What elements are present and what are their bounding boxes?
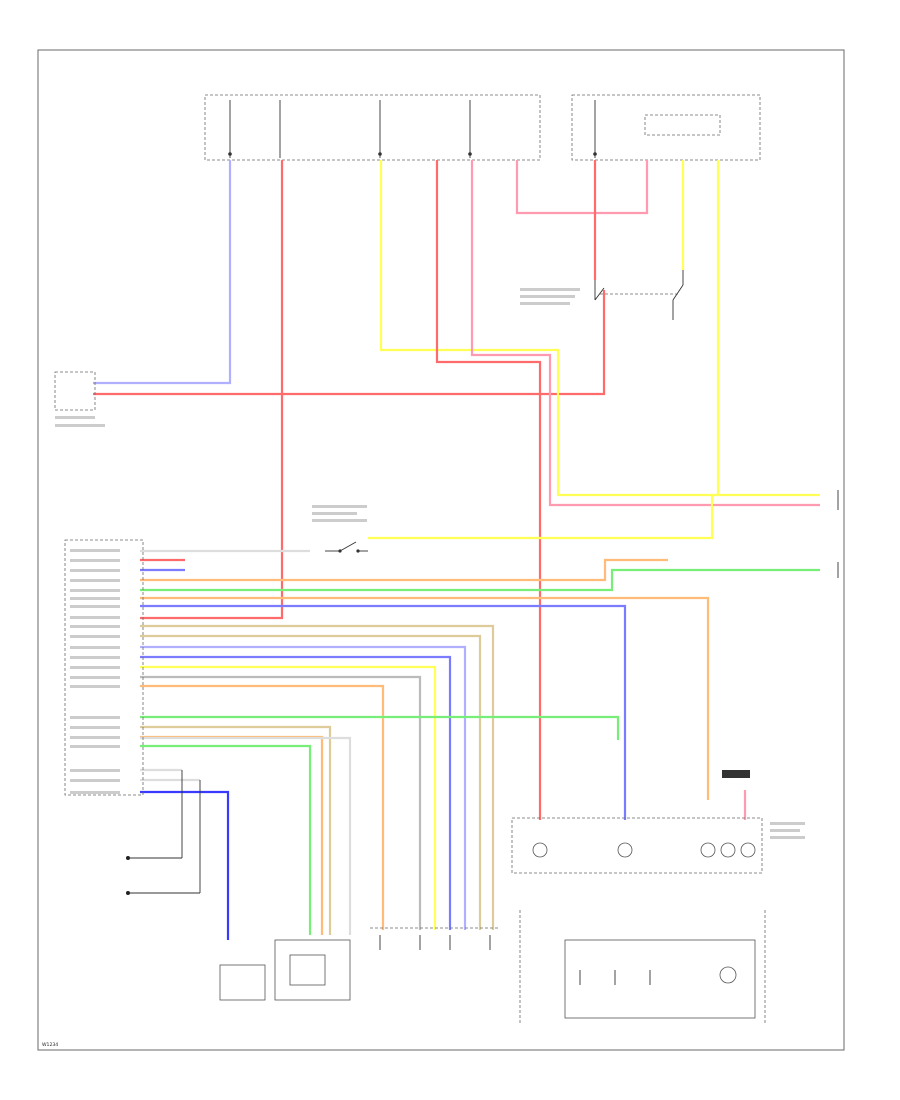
wire-pink-loop bbox=[515, 160, 649, 215]
ground-symbols bbox=[126, 770, 201, 895]
wire-green-3 bbox=[140, 744, 312, 935]
wire-pink-1 bbox=[470, 160, 820, 507]
wire-blue-5 bbox=[140, 790, 230, 940]
wire-orange-2 bbox=[140, 596, 710, 800]
wire-blue-4 bbox=[140, 655, 452, 930]
wire-gray-3 bbox=[140, 736, 352, 935]
brake-switch-unit bbox=[219, 939, 351, 1001]
diagram-frame bbox=[37, 49, 845, 1051]
fuse-box-left bbox=[204, 94, 541, 161]
wire-orange-4 bbox=[140, 735, 324, 935]
wire-orange-3 bbox=[140, 684, 385, 930]
wire-blue-2 bbox=[140, 604, 627, 820]
clutch-switch bbox=[312, 505, 368, 553]
page-code: W1234 bbox=[42, 1042, 58, 1048]
wire-green-1 bbox=[140, 568, 820, 592]
wire-tan-3 bbox=[140, 725, 332, 935]
wire-yellow-4 bbox=[368, 495, 714, 540]
wire-red-2 bbox=[435, 160, 542, 820]
wires bbox=[93, 160, 820, 940]
wire-red-long bbox=[140, 160, 284, 620]
ecm-pin-labels bbox=[70, 549, 120, 794]
fuse-box-right bbox=[571, 94, 761, 161]
pedal-position-sensor bbox=[370, 927, 500, 950]
steering-module bbox=[722, 770, 805, 839]
ecm-connector bbox=[64, 539, 144, 796]
cruise-control-switch bbox=[511, 817, 766, 1025]
wire-green-2 bbox=[140, 715, 620, 740]
wire-tan-2 bbox=[140, 634, 482, 930]
wire-orange-row bbox=[140, 558, 668, 582]
left-module bbox=[54, 371, 105, 427]
wire-gray-2 bbox=[140, 675, 422, 930]
stop-lamp-switch bbox=[520, 270, 684, 320]
wire-tan-1 bbox=[140, 624, 495, 930]
wire-yellow-1 bbox=[379, 160, 820, 497]
wire-yellow-5 bbox=[140, 665, 437, 930]
wire-blue-1 bbox=[93, 160, 232, 385]
wire-blue-3 bbox=[140, 645, 467, 930]
wire-red-main bbox=[93, 290, 606, 396]
